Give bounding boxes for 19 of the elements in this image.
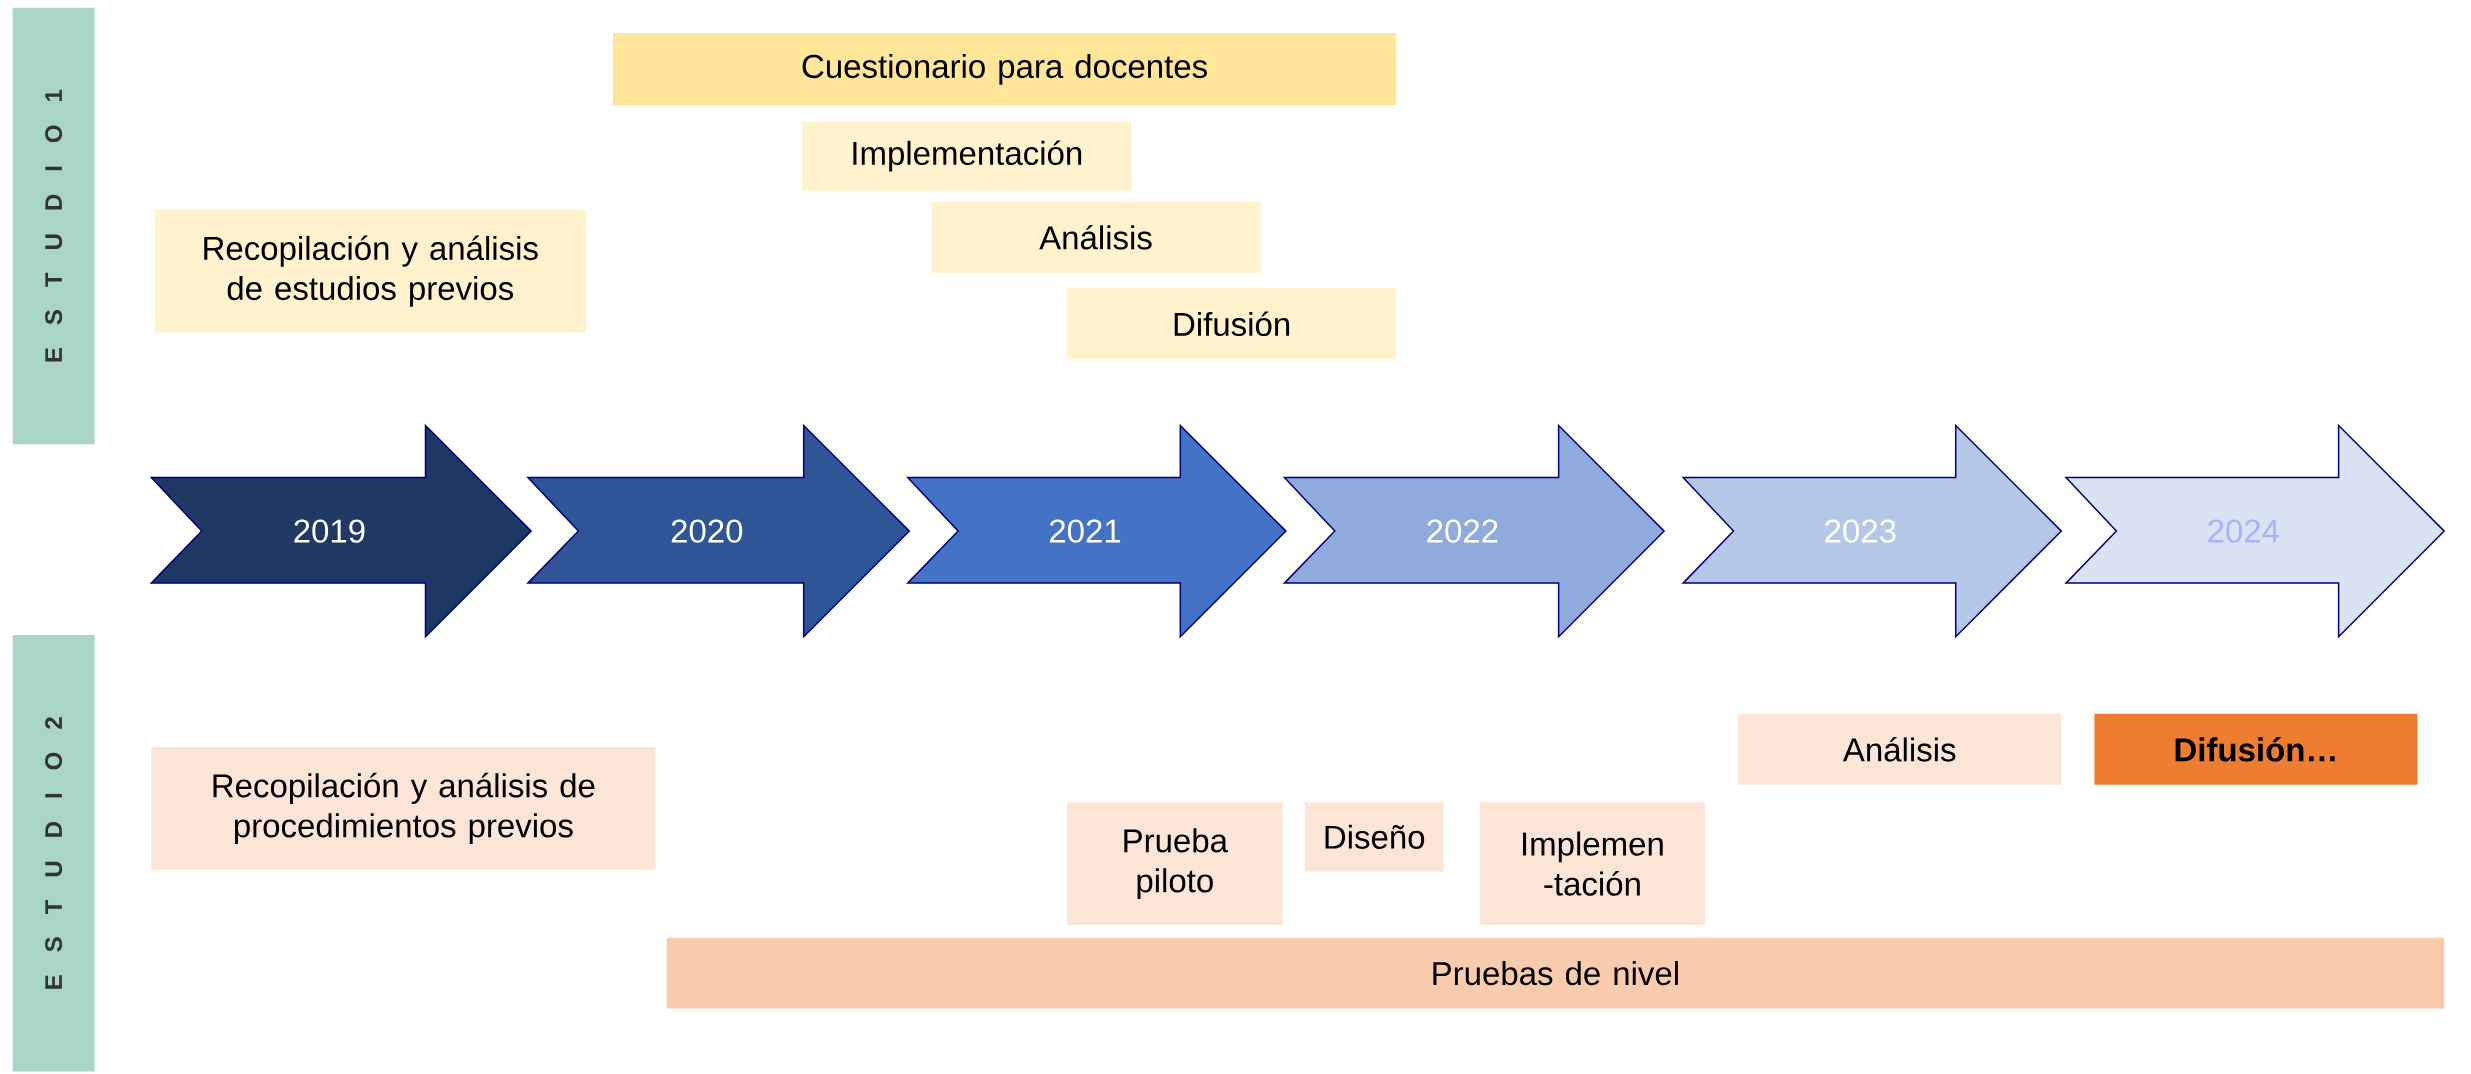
task-box: Análisis bbox=[931, 201, 1261, 273]
task-box: Recopilación y análisis de procedimientos previos bbox=[151, 746, 656, 870]
year-segment: 2021 bbox=[905, 423, 1287, 639]
task-box: Implementación bbox=[802, 121, 1132, 191]
task-box: Pruebas de nivel bbox=[666, 937, 2445, 1009]
year-segment: 2023 bbox=[1681, 423, 2063, 639]
study-band: E S T U D I O 2 bbox=[12, 635, 95, 1072]
year-segment: 2020 bbox=[526, 423, 911, 639]
year-segment: 2022 bbox=[1282, 423, 1666, 639]
task-box: Diseño bbox=[1304, 802, 1444, 872]
task-box: Implemen -tación bbox=[1479, 802, 1706, 926]
year-segment: 2019 bbox=[149, 423, 533, 639]
task-box: Cuestionario para docentes bbox=[613, 33, 1397, 106]
task-box: Difusión… bbox=[2094, 713, 2418, 785]
task-box: Análisis bbox=[1738, 713, 2062, 785]
task-box: Recopilación y análisis de estudios previos bbox=[154, 209, 587, 333]
task-box: Prueba piloto bbox=[1066, 802, 1283, 926]
study-band: E S T U D I O 1 bbox=[12, 7, 95, 445]
task-box: Difusión bbox=[1066, 288, 1397, 360]
